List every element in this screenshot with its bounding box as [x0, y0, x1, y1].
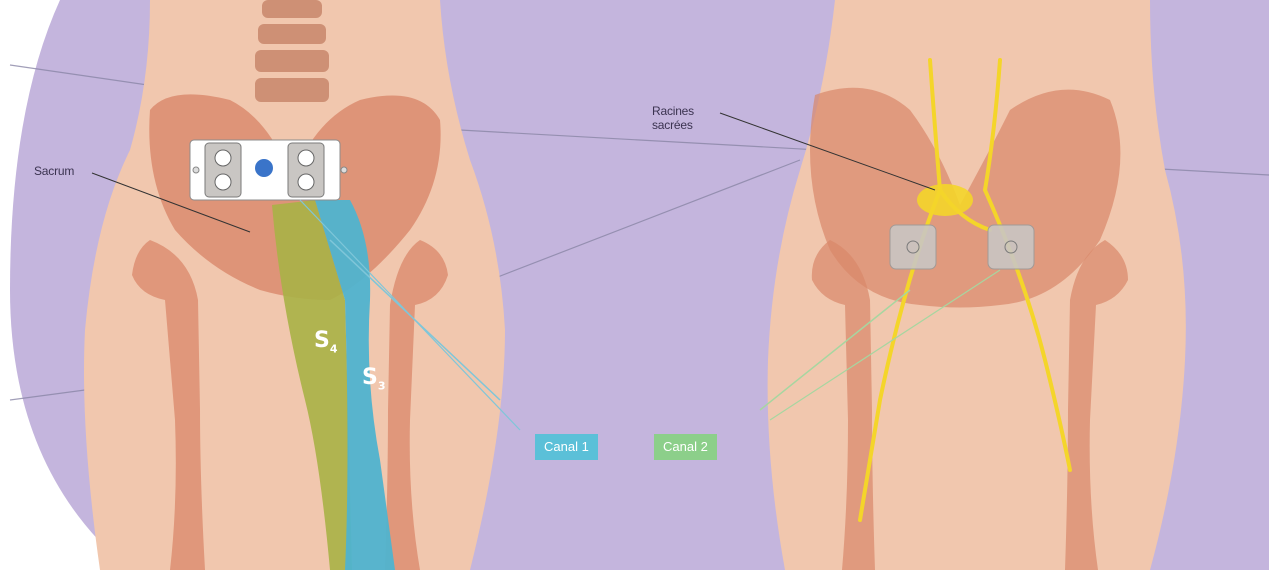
- sacral-roots-label: Racines sacrées: [652, 104, 694, 132]
- channel-1-badge: Canal 1: [535, 434, 598, 460]
- s4-letter: S: [314, 328, 330, 353]
- electrode-pad-icon-right: [988, 225, 1034, 269]
- s4-sub: 4: [330, 342, 338, 355]
- stimulator-device-icon: [190, 140, 347, 200]
- sacral-roots-line2: sacrées: [652, 118, 694, 132]
- s3-letter: S: [362, 365, 378, 390]
- s3-label: S3: [362, 365, 386, 392]
- s3-sub: 3: [378, 379, 386, 392]
- sacral-plexus: [917, 184, 973, 216]
- sacral-roots-line1: Racines: [652, 104, 694, 118]
- sacrum-label: Sacrum: [34, 164, 74, 178]
- left-spine: [255, 0, 329, 102]
- channel-2-badge: Canal 2: [654, 434, 717, 460]
- s4-label: S4: [314, 328, 338, 355]
- electrode-pad-icon: [890, 225, 936, 269]
